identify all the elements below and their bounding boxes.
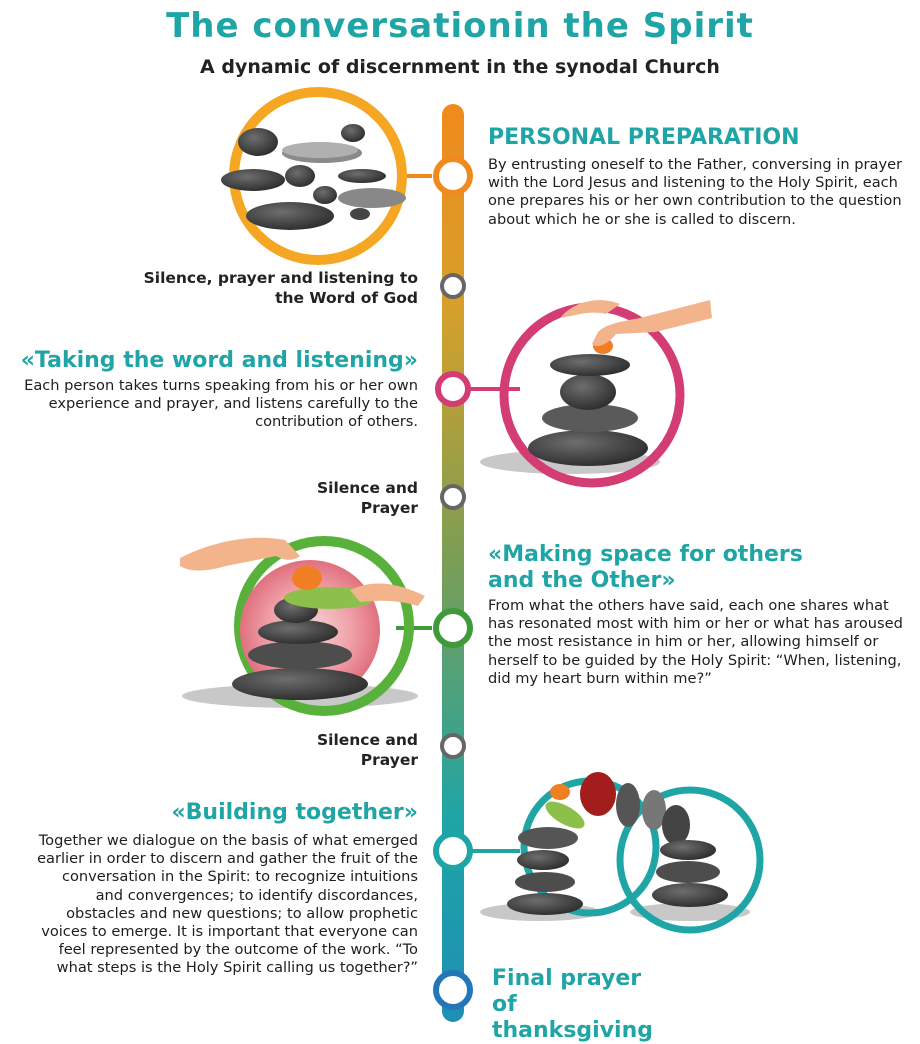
timeline-node-preparation: [433, 156, 473, 196]
step-text-building: Together we dialogue on the basis of wha…: [37, 832, 418, 977]
stacking-stones-illustration: [480, 300, 712, 488]
page-subtitle: A dynamic of discernment in the synodal …: [200, 56, 720, 78]
timeline-spine: [442, 104, 464, 1022]
timeline-node-final: [433, 970, 473, 1010]
step-heading-making-space: «Making space for others and the Other»: [488, 542, 803, 593]
silence-label-3: Silence and Prayer: [316, 731, 418, 769]
timeline-node-silence: [440, 733, 466, 759]
timeline-node-making-space: [433, 608, 473, 648]
timeline-node-taking-word: [435, 371, 471, 407]
step-heading-taking-word: «Taking the word and listening»: [20, 348, 418, 373]
step-heading-building: «Building together»: [171, 800, 418, 825]
stone-arch-illustration: [480, 772, 764, 934]
step-text-taking-word: Each person takes turns speaking from hi…: [24, 377, 418, 431]
step-heading-preparation: PERSONAL PREPARATION: [488, 125, 800, 150]
balancing-stones-illustration: [180, 536, 425, 716]
silence-label-2: Silence and Prayer: [316, 479, 418, 517]
timeline-node-building: [433, 831, 473, 871]
timeline-node-silence: [440, 273, 466, 299]
step-heading-final: Final prayer of thanksgiving: [492, 966, 653, 1043]
page-title: The conversationin the Spirit: [166, 6, 754, 46]
timeline-node-silence: [440, 484, 466, 510]
step-text-making-space: From what the others have said, each one…: [488, 597, 903, 687]
step-text-preparation: By entrusting oneself to the Father, con…: [488, 156, 903, 228]
silence-label-1: Silence, prayer and listening to the Wor…: [143, 269, 418, 307]
scattered-stones-illustration: [221, 87, 407, 265]
